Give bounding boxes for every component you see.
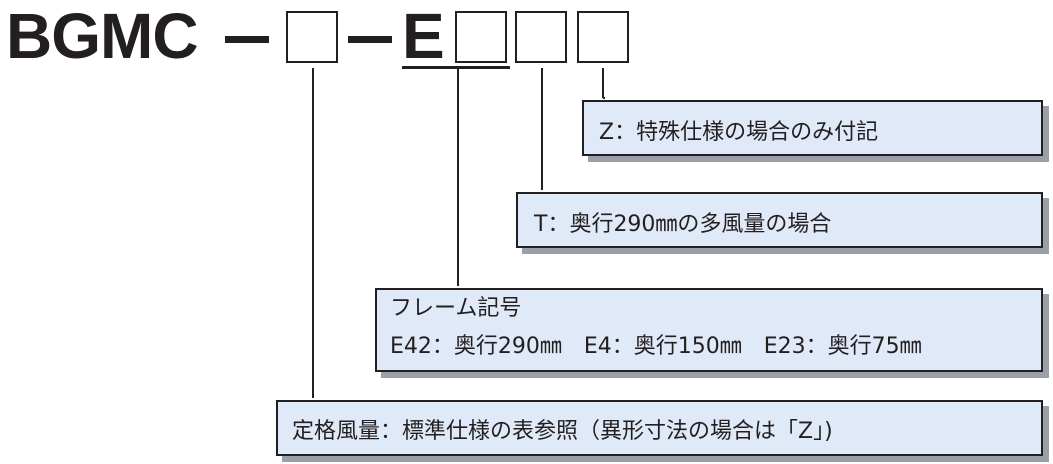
frame-code-box	[375, 288, 1043, 372]
slot-rated-airflow	[286, 11, 338, 63]
depth-option-box	[516, 192, 1043, 248]
slot-depth	[515, 11, 567, 63]
slot-special	[577, 11, 629, 63]
slot-frame	[455, 11, 507, 63]
special-option-text: Z：特殊仕様の場合のみ付記	[599, 120, 879, 145]
leader-special	[602, 68, 604, 98]
leader-depth	[541, 68, 543, 190]
rated-airflow-text: 定格風量：標準仕様の表参照（異形寸法の場合は「Z」)	[292, 419, 833, 444]
dash-2	[348, 36, 392, 43]
leader-rated-airflow	[312, 68, 314, 398]
leader-special-h	[603, 97, 605, 99]
frame-code-values: E42：奥行290㎜ E4：奥行150㎜ E23：奥行75㎜	[390, 334, 922, 359]
depth-option-text: T：奥行290㎜の多風量の場合	[534, 212, 832, 237]
rated-airflow-box	[276, 400, 1043, 456]
frame-underline	[402, 66, 510, 69]
special-option-box	[582, 100, 1043, 156]
frame-code-title: フレーム記号	[390, 296, 522, 321]
dash-1	[225, 36, 269, 43]
frame-letter: E	[402, 0, 445, 72]
model-prefix: BGMC	[6, 0, 199, 72]
leader-frame	[457, 68, 459, 286]
